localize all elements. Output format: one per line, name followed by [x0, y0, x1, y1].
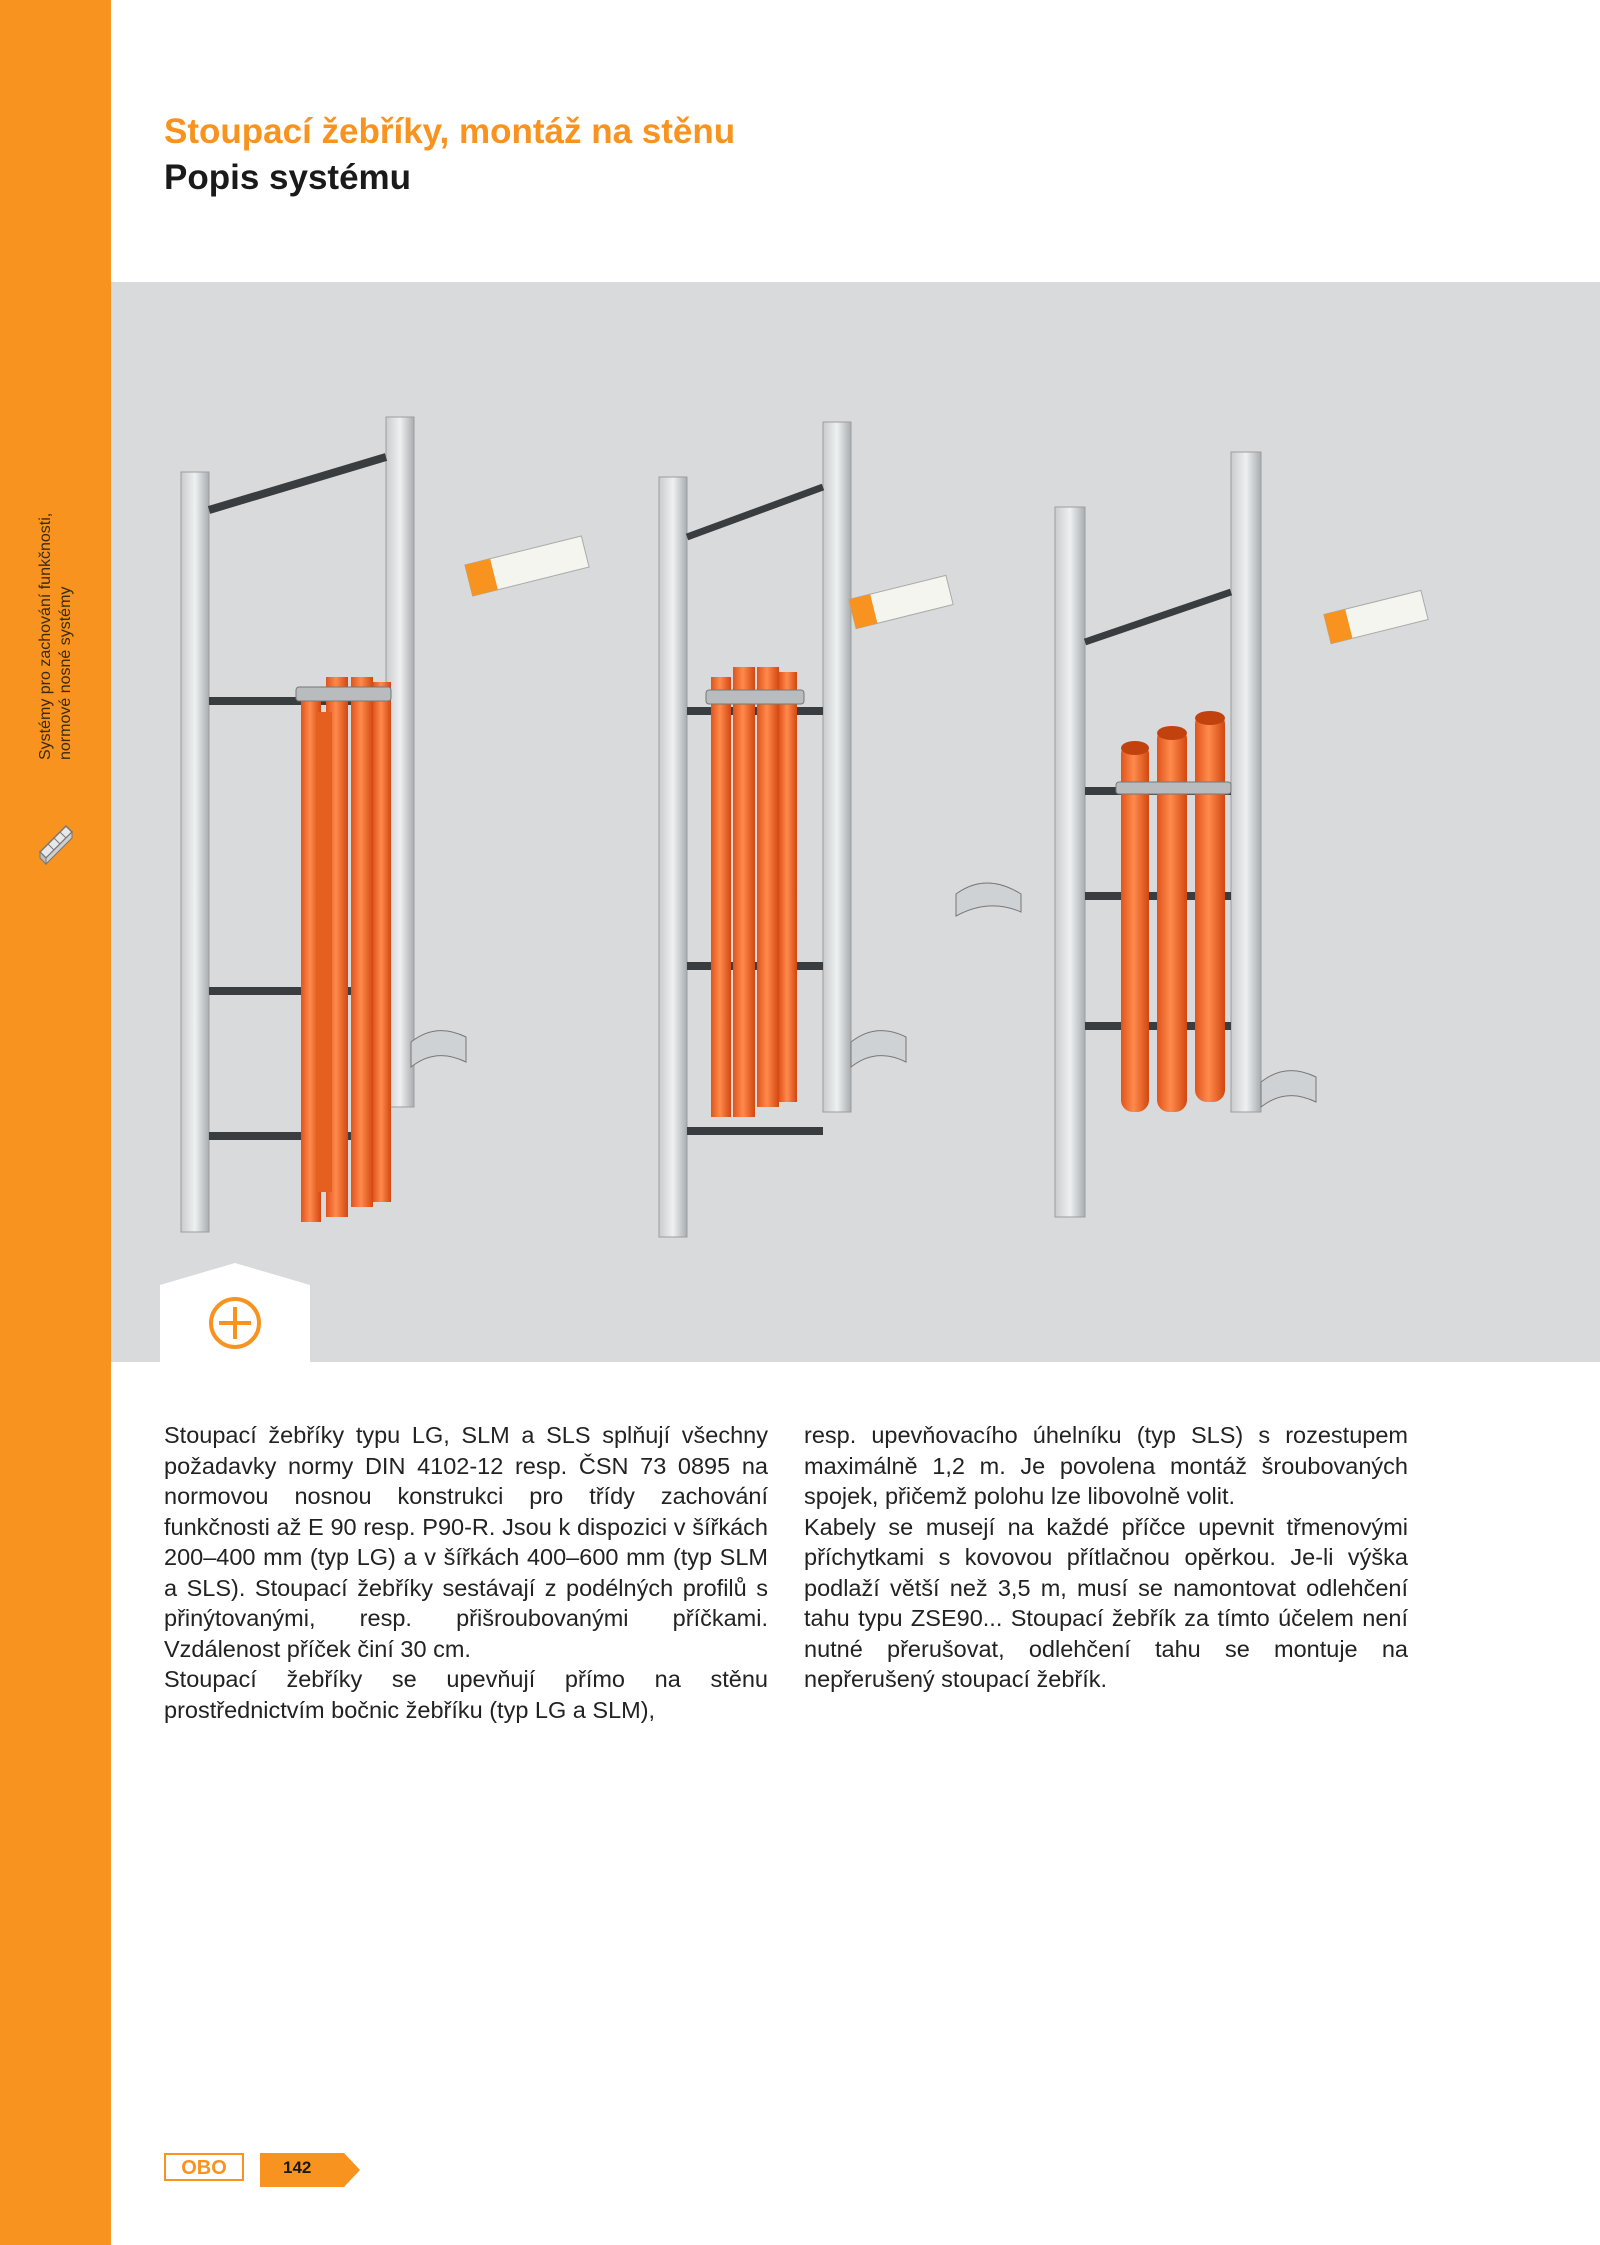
paragraph: resp. upevňovacího úhelníku (typ SLS) s … [804, 1422, 1408, 1509]
plus-badge [160, 1263, 310, 1363]
svg-text:OBO: OBO [181, 2157, 227, 2179]
obo-logo: OBO [164, 2153, 244, 2181]
sidebar: Systémy pro zachování funkčnosti, normov… [0, 0, 111, 2245]
ladder-slm [658, 421, 954, 1238]
page-title: Stoupací žebříky, montáž na stěnu [164, 112, 736, 151]
product-illustration [111, 282, 1600, 1362]
plus-circle-icon [209, 1297, 261, 1349]
ladder-sls [955, 451, 1429, 1218]
page-number: 142 [283, 2158, 312, 2177]
page-subtitle: Popis systému [164, 158, 412, 197]
body-column-left: Stoupací žebříky typu LG, SLM a SLS splň… [164, 1420, 768, 1725]
paragraph: Stoupací žebříky typu LG, SLM a SLS splň… [164, 1422, 768, 1662]
sidebar-section-label: Systémy pro zachování funkčnosti, normov… [36, 360, 76, 760]
cable-tray-icon [38, 824, 74, 866]
paragraph: Stoupací žebříky se upevňují přímo na st… [164, 1666, 768, 1723]
sidebar-label-line2: normové nosné systémy [57, 586, 74, 760]
cable-ladder-illustration [180, 416, 1429, 1238]
body-column-right: resp. upevňovacího úhelníku (typ SLS) s … [804, 1420, 1408, 1695]
paragraph: Kabely se musejí na každé příčce upevnit… [804, 1513, 1408, 1693]
sidebar-label-line1: Systémy pro zachování funkčnosti, [37, 512, 54, 760]
ladder-lg [180, 416, 590, 1233]
page-number-tag [260, 2153, 360, 2187]
